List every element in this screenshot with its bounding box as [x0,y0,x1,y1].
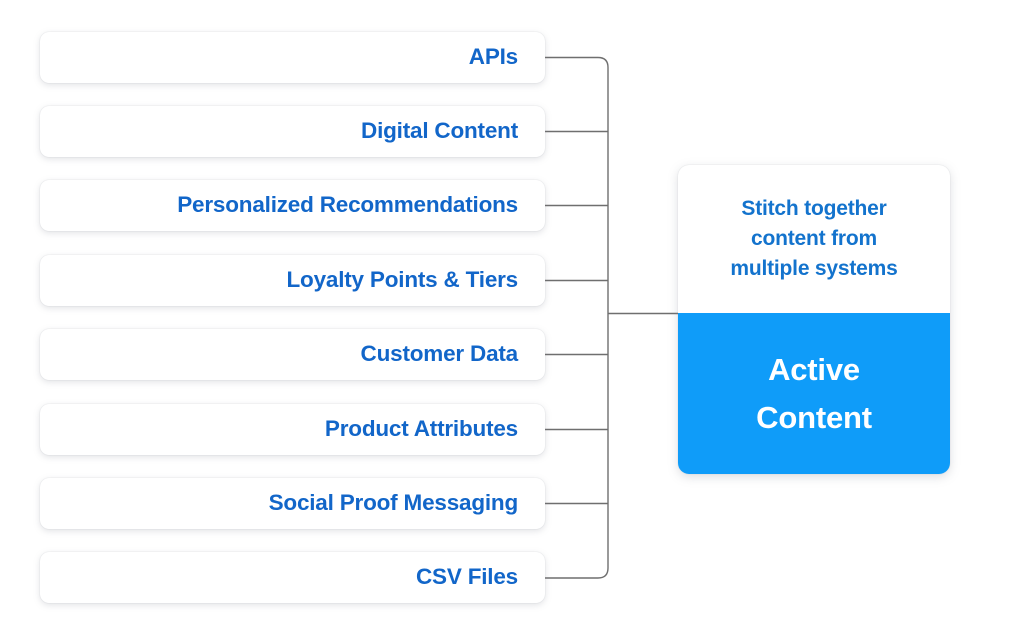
source-label: Product Attributes [324,416,518,442]
source-box-customer-data[interactable]: Customer Data [40,329,545,380]
source-label: Loyalty Points & Tiers [286,267,519,293]
source-label: Digital Content [361,118,518,144]
source-box-apis[interactable]: APIs [40,32,545,83]
source-label: CSV Files [416,564,518,590]
panel-caption: Stitch together content from multiple sy… [730,194,897,283]
source-label: Social Proof Messaging [268,490,519,516]
source-label: Customer Data [360,341,519,367]
source-box-personalized-recommendations[interactable]: Personalized Recommendations [40,180,545,231]
panel-caption-section: Stitch together content from multiple sy… [678,165,950,313]
source-box-loyalty-points-tiers[interactable]: Loyalty Points & Tiers [40,255,545,306]
panel-title-section: Active Content [678,313,950,474]
panel-caption-line: multiple systems [730,256,898,280]
active-content-panel[interactable]: Stitch together content from multiple sy… [678,165,950,474]
panel-title: Active Content [756,346,872,440]
panel-caption-line: content from [751,227,877,251]
source-box-product-attributes[interactable]: Product Attributes [40,404,545,455]
panel-title-line: Content [756,399,872,435]
panel-caption-line: Stitch together [741,197,887,221]
source-box-social-proof-messaging[interactable]: Social Proof Messaging [40,478,545,529]
source-box-csv-files[interactable]: CSV Files [40,552,545,603]
source-box-digital-content[interactable]: Digital Content [40,106,545,157]
source-label: Personalized Recommendations [177,192,518,218]
panel-title-line: Active [768,352,860,388]
source-label: APIs [468,44,518,70]
